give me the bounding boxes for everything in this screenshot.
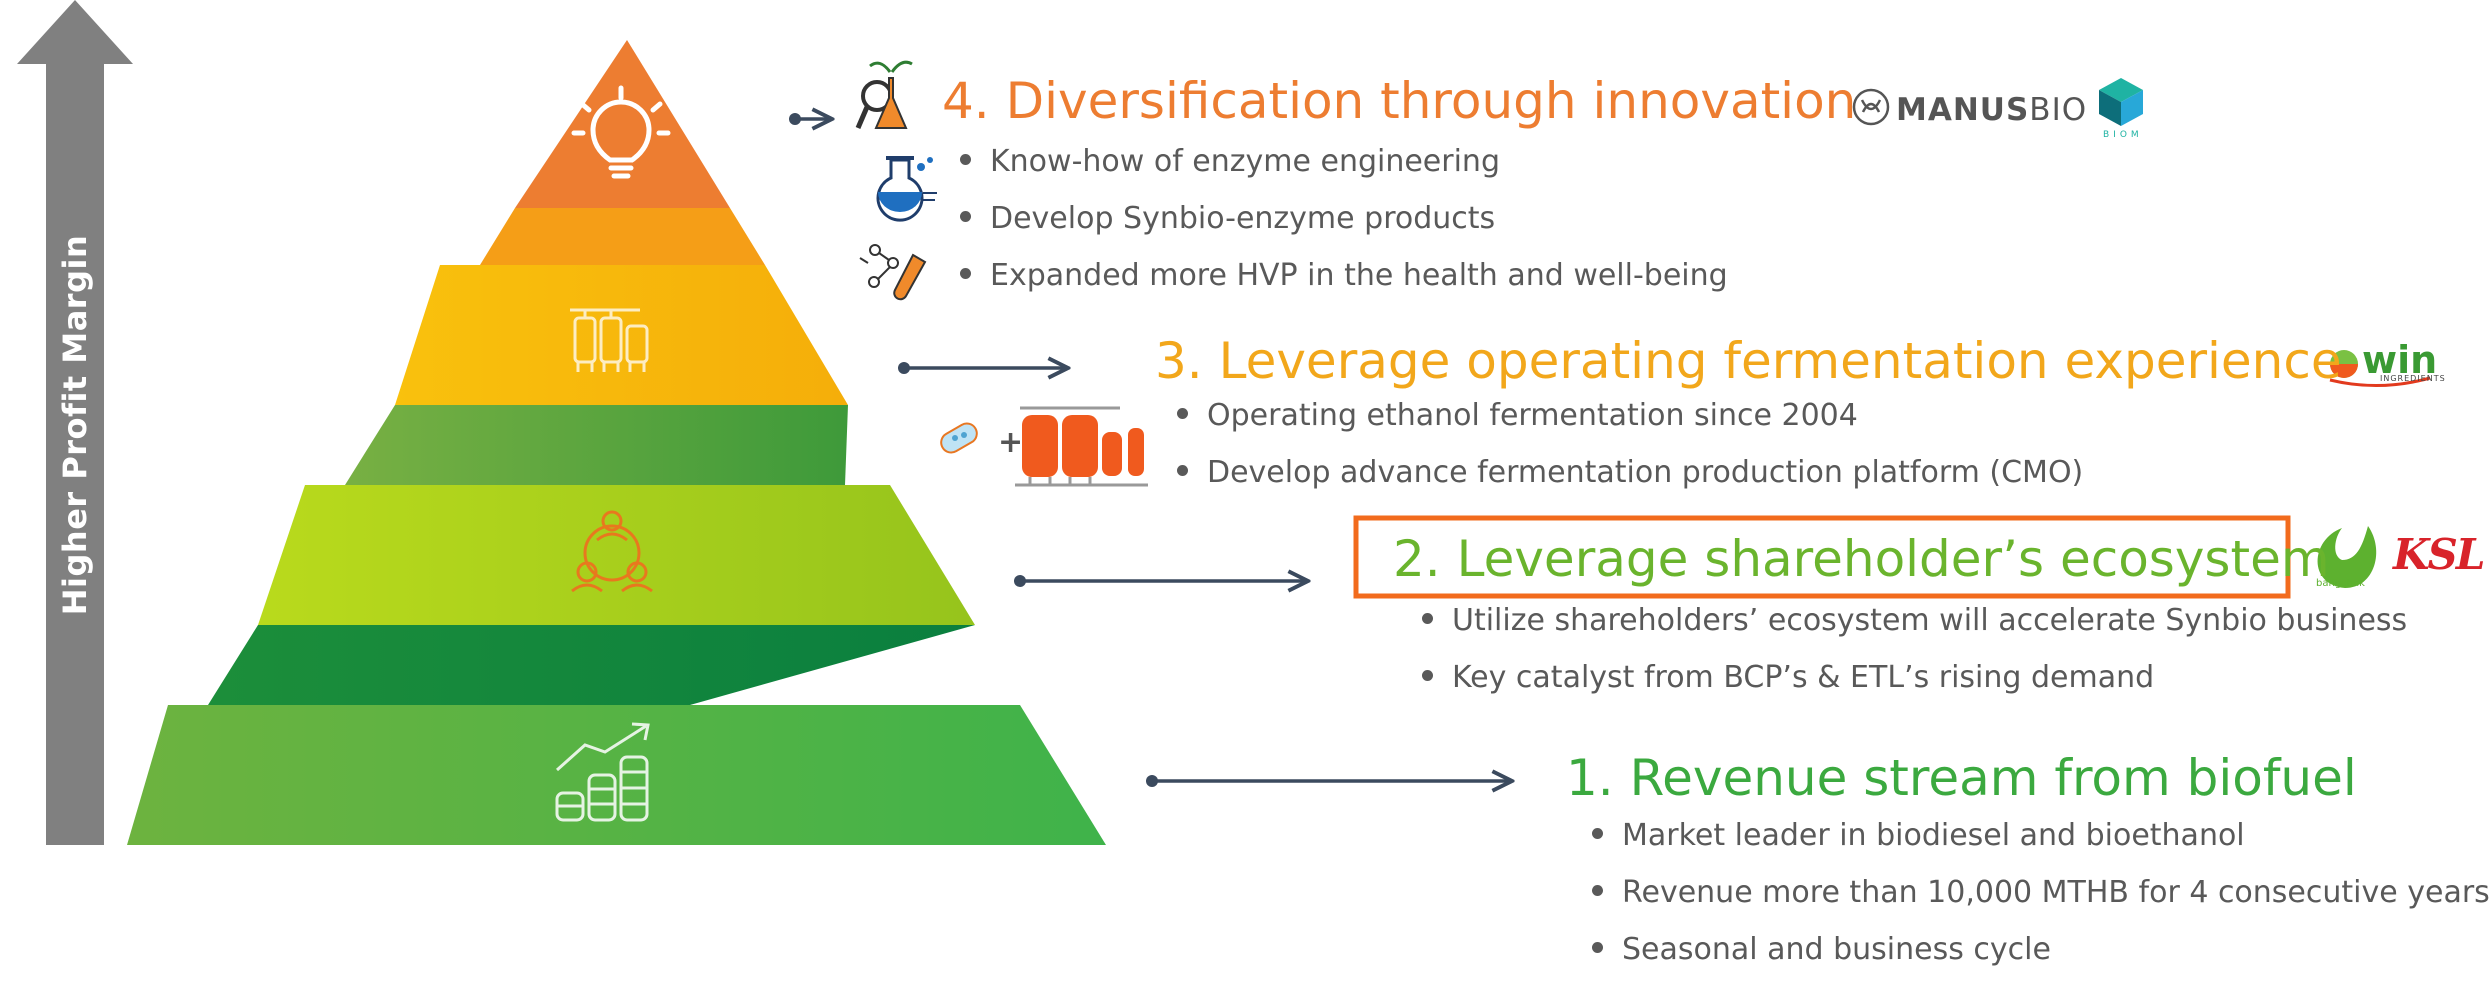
- microbe-icon: [940, 422, 978, 454]
- list-item: Revenue more than 10,000 MTHB for 4 cons…: [1588, 878, 2490, 908]
- profit-axis-arrow: [17, 0, 133, 845]
- pyramid-connector-1-2: [208, 625, 975, 705]
- lab-research-icon: [855, 60, 913, 129]
- arrow-level-2: [1014, 575, 1308, 587]
- arrow-level-3: [898, 362, 1068, 374]
- level-1-heading: 1. Revenue stream from biofuel: [1566, 749, 2357, 807]
- fermentation-tanks-icon: [570, 308, 649, 372]
- list-item: Develop Synbio-enzyme products: [956, 204, 1728, 234]
- biom-logo: BIOM: [2103, 130, 2143, 140]
- win-logo-icon: [2329, 350, 2431, 388]
- level-3-bullets: Operating ethanol fermentation since 200…: [1173, 401, 2083, 515]
- win-logo-main: win: [2362, 338, 2438, 382]
- list-item: Expanded more HVP in the health and well…: [956, 261, 1728, 291]
- ksl-logo: KSL: [2393, 530, 2485, 579]
- pyramid-tier-4: [515, 40, 730, 208]
- manusbio-logo-light: BIO: [2029, 92, 2088, 128]
- flask-icon: [876, 156, 937, 222]
- level-1-bullets: Market leader in biodiesel and bioethano…: [1588, 821, 2490, 992]
- win-logo-sub: INGREDIENTS: [2380, 374, 2446, 383]
- manusbio-logo: MANUSBIO: [1896, 92, 2087, 128]
- list-item: Operating ethanol fermentation since 200…: [1173, 401, 2083, 431]
- pyramid-tier-2: [258, 485, 975, 625]
- pyramid-connector-3-4: [480, 208, 765, 265]
- biom-logo-icon: [2099, 78, 2143, 126]
- manusbio-logo-bold: MANUS: [1896, 92, 2030, 128]
- lightbulb-icon: [571, 85, 671, 179]
- list-item: Key catalyst from BCP’s & ETL’s rising d…: [1418, 663, 2407, 693]
- bangchak-logo-icon: [2317, 526, 2377, 588]
- level-2-heading: 2. Leverage shareholder’s ecosystem: [1393, 530, 2330, 588]
- list-item: Know-how of enzyme engineering: [956, 147, 1728, 177]
- molecule-testtube-icon: [859, 244, 927, 301]
- list-item: Seasonal and business cycle: [1588, 935, 2490, 965]
- network-people-icon: [571, 510, 653, 593]
- list-item: Market leader in biodiesel and bioethano…: [1588, 821, 2490, 851]
- arrow-level-1: [1146, 775, 1512, 787]
- bangchak-logo: bangchak: [2316, 578, 2365, 589]
- level-2-bullets: Utilize shareholders’ ecosystem will acc…: [1418, 606, 2407, 720]
- level-4-heading: 4. Diversification through innovation: [942, 72, 1857, 130]
- level-2-highlight-box: [1353, 515, 2291, 599]
- win-logo: win: [2362, 338, 2437, 382]
- profit-axis-label: Higher Profit Margin: [56, 234, 94, 616]
- level-3-heading: 3. Leverage operating fermentation exper…: [1155, 332, 2342, 390]
- manusbio-logo-icon: [1852, 88, 1890, 126]
- diagram-canvas: +: [17, 0, 2431, 845]
- revenue-growth-icon: [555, 722, 650, 822]
- fermentation-tank-icon: [1015, 406, 1148, 487]
- list-item: Utilize shareholders’ ecosystem will acc…: [1418, 606, 2407, 636]
- list-item: Develop advance fermentation production …: [1173, 458, 2083, 488]
- level-4-bullets: Know-how of enzyme engineering Develop S…: [956, 147, 1728, 318]
- pyramid-connector-2-3: [345, 405, 848, 485]
- arrow-level-4: [789, 113, 832, 125]
- plus-sign: +: [998, 425, 1023, 460]
- pyramid-tier-1: [127, 705, 1106, 845]
